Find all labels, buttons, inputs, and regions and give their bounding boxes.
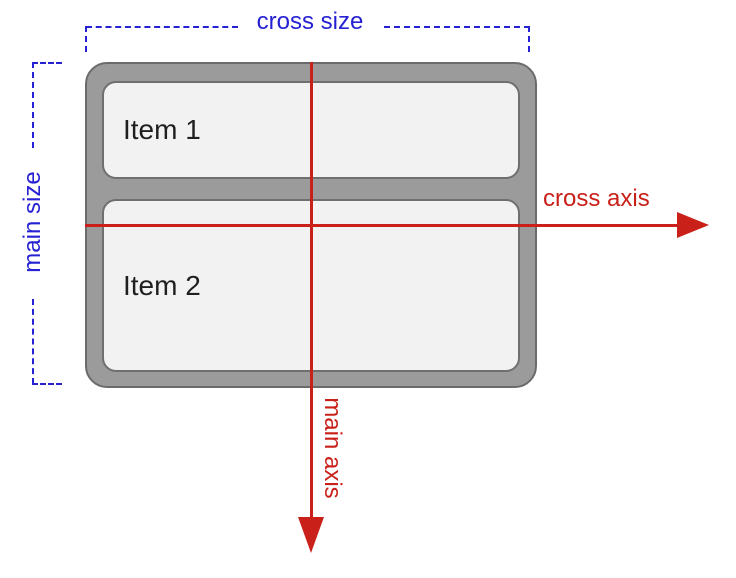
cross-axis-label: cross axis	[543, 185, 650, 212]
cross-size-label: cross size	[256, 8, 364, 35]
cross-size-tick-left	[85, 26, 87, 52]
cross-size-tick-right	[528, 26, 530, 52]
flex-item-2-label: Item 2	[123, 269, 201, 301]
main-axis-arrowhead-icon	[298, 517, 324, 553]
cross-axis-arrowhead-icon	[677, 212, 709, 238]
cross-size-dash-left	[86, 26, 238, 28]
cross-axis-line	[85, 224, 677, 227]
main-axis-line	[310, 62, 313, 517]
flex-item-1-label: Item 1	[123, 114, 201, 145]
main-size-label: main size	[18, 171, 46, 273]
main-size-tick-bottom	[32, 383, 62, 385]
cross-size-dash-right	[384, 26, 530, 28]
main-axis-label: main axis	[319, 397, 347, 499]
main-size-dash-bottom	[32, 299, 34, 384]
main-size-dash-top	[32, 62, 34, 148]
main-size-tick-top	[32, 62, 62, 64]
